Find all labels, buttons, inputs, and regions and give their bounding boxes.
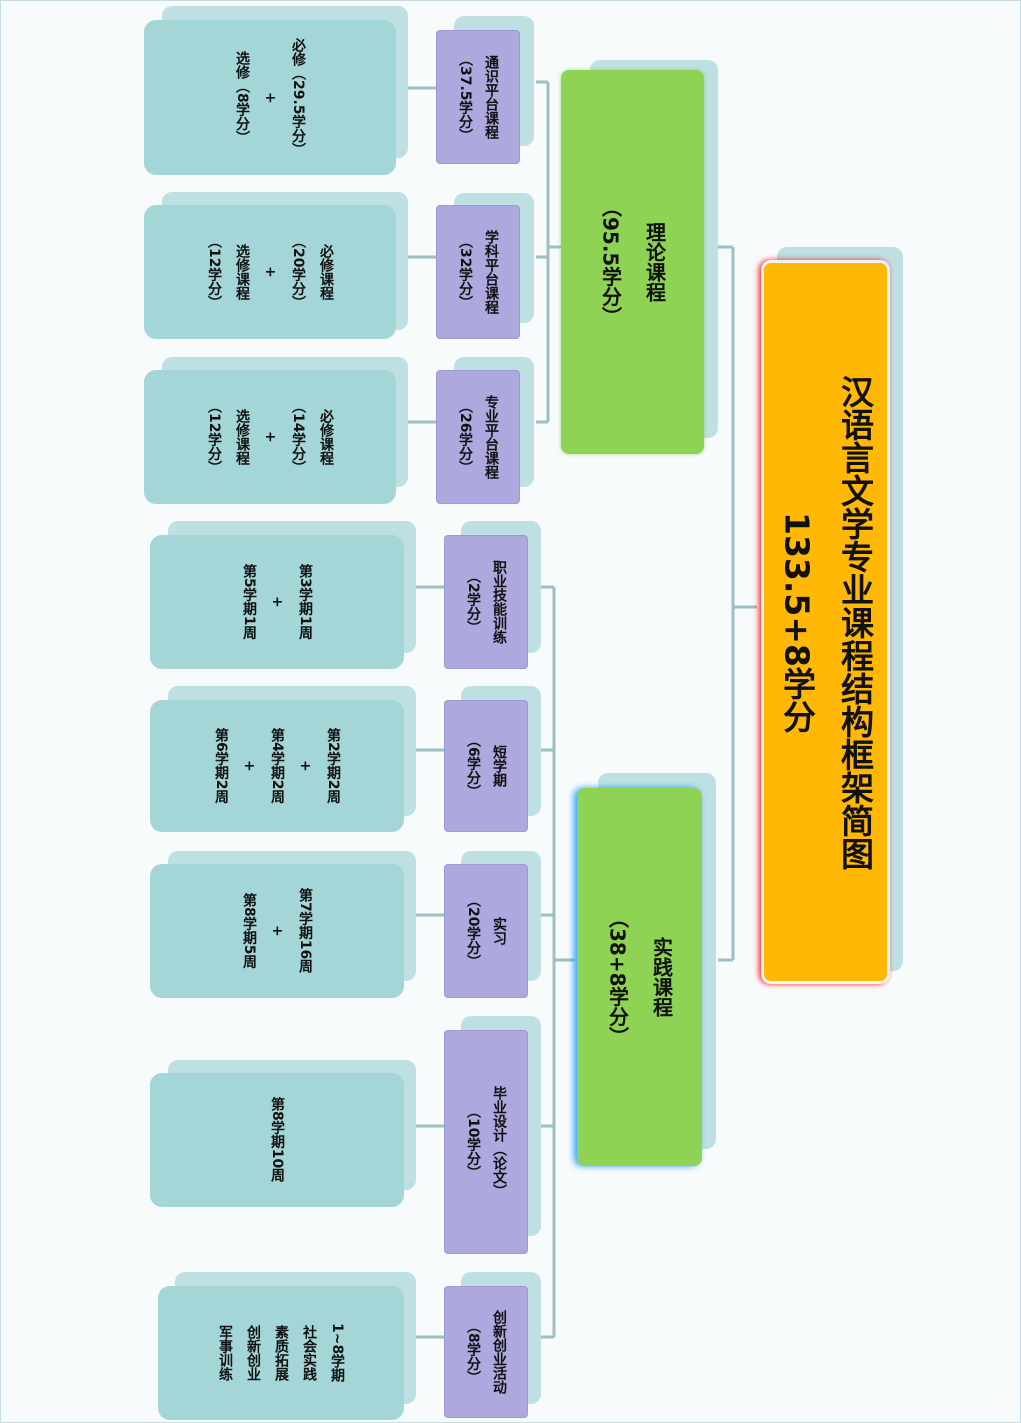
detail-text: 第8学期10周: [263, 1097, 291, 1182]
detail-line: 必修（29.5学分）: [290, 38, 306, 157]
root-title: 汉语言文学专业课程结构框架简图 133.5+8学分: [768, 375, 884, 870]
subcategory-discipline-platform: 学科平台课程 （32学分）: [436, 205, 520, 339]
detail-graduation-thesis: 第8学期10周: [150, 1073, 404, 1207]
detail-text: 必修（29.5学分） + 选修（8学分）: [228, 38, 312, 157]
detail-line: 第8学期5周: [241, 893, 257, 969]
subcategory-label: 创新创业活动 （8学分）: [460, 1310, 512, 1394]
detail-line: 1~8学期: [329, 1323, 345, 1383]
detail-text: 1~8学期 社会实践 素质拓展 创新创业 军事训练: [211, 1323, 351, 1382]
subcategory-credits: （10学分）: [465, 1104, 481, 1180]
detail-line: 第6学期2周: [213, 728, 229, 804]
diagram-title: 汉语言文学专业课程结构框架简图: [835, 374, 875, 870]
detail-line: 选修课程: [234, 243, 250, 300]
detail-line: +: [262, 91, 278, 104]
detail-line: 第2学期2周: [325, 728, 341, 804]
subcategory-credits: （32学分）: [457, 234, 473, 310]
detail-major-platform: 必修课程 （14学分） + 选修课程 （12学分）: [144, 370, 396, 504]
detail-vocational-training: 第3学期1周 + 第5学期1周: [150, 535, 404, 669]
category-name: 实践课程: [649, 936, 674, 1017]
subcategory-credits: （26学分）: [457, 399, 473, 475]
detail-text: 第3学期1周 + 第5学期1周: [235, 564, 319, 639]
detail-short-term: 第2学期2周 + 第4学期2周 + 第6学期2周: [150, 700, 404, 832]
subcategory-graduation-thesis: 毕业设计（论文） （10学分）: [444, 1030, 528, 1254]
root-node: 汉语言文学专业课程结构框架简图 133.5+8学分: [761, 260, 890, 984]
category-credits: （95.5学分）: [598, 197, 623, 327]
detail-line: 军事训练: [217, 1325, 233, 1381]
detail-discipline-platform: 必修课程 （20学分） + 选修课程 （12学分）: [144, 205, 396, 339]
subcategory-label: 毕业设计（论文） （10学分）: [460, 1086, 512, 1198]
subcategory-internship: 实习 （20学分）: [444, 864, 528, 998]
subcategory-label: 实习 （20学分）: [460, 893, 512, 968]
detail-line: （12学分）: [206, 399, 222, 475]
detail-text: 必修课程 （20学分） + 选修课程 （12学分）: [200, 234, 340, 309]
detail-text: 第2学期2周 + 第4学期2周 + 第6学期2周: [207, 728, 347, 803]
subcategory-credits: （8学分）: [465, 1319, 481, 1385]
detail-line: 社会实践: [301, 1325, 317, 1381]
detail-line: 必修课程: [318, 243, 334, 300]
subcategory-name: 专业平台课程: [483, 395, 499, 479]
category-credits: （38+8学分）: [605, 907, 630, 1047]
category-theory-label: 理论课程 （95.5学分）: [589, 197, 677, 326]
subcategory-general-platform: 通识平台课程 （37.5学分）: [436, 30, 520, 164]
detail-line: 选修课程: [234, 408, 250, 465]
detail-text: 第7学期16周 + 第8学期5周: [235, 888, 319, 973]
detail-general-platform: 必修（29.5学分） + 选修（8学分）: [144, 20, 396, 175]
subcategory-label: 专业平台课程 （26学分）: [452, 395, 504, 479]
detail-line: 第7学期16周: [297, 888, 313, 974]
detail-line: （20学分）: [290, 234, 306, 310]
detail-line: 第8学期10周: [269, 1097, 285, 1183]
subcategory-name: 短学期: [491, 745, 507, 787]
subcategory-name: 毕业设计（论文）: [491, 1086, 507, 1198]
subcategory-innovation: 创新创业活动 （8学分）: [444, 1286, 528, 1418]
subcategory-name: 学科平台课程: [483, 230, 499, 314]
detail-line: 必修课程: [318, 408, 334, 465]
subcategory-name: 创新创业活动: [491, 1310, 507, 1394]
detail-line: （14学分）: [290, 399, 306, 475]
detail-internship: 第7学期16周 + 第8学期5周: [150, 864, 404, 998]
detail-line: 素质拓展: [273, 1325, 289, 1381]
detail-line: 选修（8学分）: [234, 50, 250, 145]
subcategory-label: 短学期 （6学分）: [460, 733, 512, 799]
subcategory-major-platform: 专业平台课程 （26学分）: [436, 370, 520, 504]
category-practice-label: 实践课程 （38+8学分）: [596, 908, 684, 1047]
detail-line: 创新创业: [245, 1325, 261, 1381]
subcategory-label: 职业技能训练 （2学分）: [460, 560, 512, 644]
subcategory-name: 职业技能训练: [491, 560, 507, 644]
category-name: 理论课程: [642, 221, 667, 302]
detail-line: +: [297, 760, 313, 772]
detail-innovation: 1~8学期 社会实践 素质拓展 创新创业 军事训练: [158, 1286, 404, 1420]
detail-line: +: [262, 266, 278, 278]
subcategory-name: 实习: [491, 916, 507, 945]
detail-line: 第3学期1周: [297, 564, 313, 640]
subcategory-vocational-training: 职业技能训练 （2学分）: [444, 535, 528, 669]
detail-line: 第4学期2周: [269, 728, 285, 804]
subcategory-label: 学科平台课程 （32学分）: [452, 230, 504, 314]
subcategory-label: 通识平台课程 （37.5学分）: [452, 52, 504, 143]
subcategory-short-term: 短学期 （6学分）: [444, 700, 528, 832]
detail-line: +: [269, 596, 285, 608]
subcategory-credits: （20学分）: [465, 893, 481, 969]
detail-line: +: [269, 925, 285, 937]
detail-line: +: [262, 431, 278, 443]
subcategory-credits: （37.5学分）: [457, 51, 473, 143]
detail-line: 第5学期1周: [241, 564, 257, 640]
detail-line: （12学分）: [206, 234, 222, 310]
category-practice: 实践课程 （38+8学分）: [577, 788, 702, 1166]
subcategory-credits: （2学分）: [465, 569, 481, 635]
subcategory-name: 通识平台课程: [483, 54, 499, 139]
category-theory: 理论课程 （95.5学分）: [561, 70, 704, 454]
detail-text: 必修课程 （14学分） + 选修课程 （12学分）: [200, 399, 340, 474]
detail-line: +: [241, 760, 257, 772]
subcategory-credits: （6学分）: [465, 733, 481, 799]
total-credits: 133.5+8学分: [777, 511, 817, 733]
